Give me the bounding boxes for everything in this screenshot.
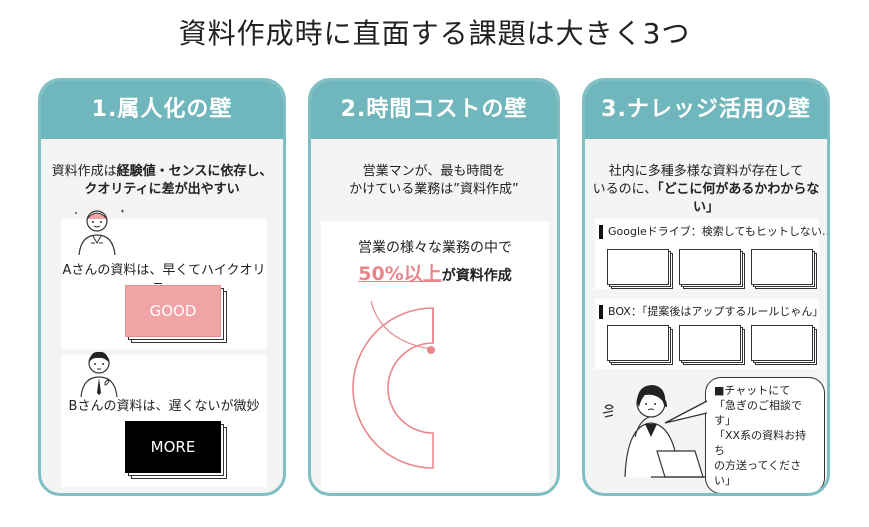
bubble-tail: [664, 400, 708, 424]
intro-text: 社内に多種多様な資料が存在して: [608, 164, 804, 179]
chat-line: 「XX系の資料お持ち: [714, 429, 807, 457]
label-bar: [599, 305, 603, 319]
chat-bubble: ■チャットにて 「急ぎのご相談です」 「XX系の資料お持ち の方送ってください」: [705, 377, 825, 493]
card-intro: 資料作成は経験値・センスに依存し、 クオリティに差が出やすい: [41, 163, 283, 199]
drive-label-box: BOX：「提案後はアップするルールじゃん」: [599, 303, 823, 319]
donut-chart: [352, 300, 435, 469]
card-heading: 3.ナレッジ活用の壁: [585, 81, 827, 139]
intro-text: いるのに、: [592, 182, 658, 197]
intro-text: 資料作成は: [51, 164, 117, 179]
time-panel: 営業の様々な業務の中で 50%以上が資料作成: [321, 221, 549, 491]
intro-text: 営業マンが、最も時間を: [362, 164, 506, 179]
intro-text: かけている業務は”資料作成”: [349, 182, 519, 197]
good-badge: GOOD: [125, 285, 221, 337]
card-heading: 1.属人化の壁: [41, 81, 283, 139]
card-time-cost: 2.時間コストの壁 営業マンが、最も時間を かけている業務は”資料作成” 営業の…: [308, 78, 560, 496]
worried-worker-illustration: [602, 385, 705, 478]
person-b-label: Bさんの資料は、遅くないが微妙: [68, 399, 260, 414]
page-title: 資料作成時に直面する課題は大きく3つ: [178, 17, 691, 50]
chat-line: の方送ってください」: [714, 459, 802, 487]
drive-text: Googleドライブ：検索してもヒットしない…: [608, 225, 830, 238]
highlight-percent: 50%以上: [358, 263, 442, 285]
time-panel-text: 営業の様々な業務の中で: [358, 240, 512, 256]
drive-label-google: Googleドライブ：検索してもヒットしない…: [599, 223, 830, 239]
label-bar: [599, 225, 603, 239]
card-heading: 2.時間コストの壁: [311, 81, 557, 139]
more-badge: MORE: [125, 421, 221, 473]
intro-bold: 経験値・センスに依存し、: [116, 164, 273, 179]
card-dependency: 1.属人化の壁 資料作成は経験値・センスに依存し、 クオリティに差が出やすい A…: [38, 78, 286, 496]
document-icon: [607, 249, 673, 289]
card-intro: 営業マンが、最も時間を かけている業務は”資料作成”: [311, 163, 557, 199]
chat-line: 「急ぎのご相談です」: [714, 399, 802, 427]
intro-bold: クオリティに差が出やすい: [84, 182, 240, 197]
highlight-suffix: が資料作成: [441, 268, 512, 284]
document-icon: [751, 325, 817, 365]
document-icon: [679, 249, 745, 289]
box-sub-text: …: [609, 317, 620, 330]
intro-bold: 「どこに何があるかわからない」: [657, 182, 820, 215]
drive-text: BOX：「提案後はアップするルールじゃん」: [608, 305, 824, 318]
document-icon: [751, 249, 817, 289]
card-intro: 社内に多種多様な資料が存在して いるのに、「どこに何があるかわからない」: [585, 163, 827, 217]
person-a-illustration: [75, 209, 124, 256]
person-b-illustration: [80, 351, 118, 398]
document-icon: [607, 325, 673, 365]
chat-line: ■チャットにて: [714, 384, 791, 397]
time-panel-highlight-line: 50%以上が資料作成: [321, 259, 549, 286]
card-knowledge: 3.ナレッジ活用の壁 社内に多種多様な資料が存在して いるのに、「どこに何がある…: [582, 78, 830, 496]
document-icon: [679, 325, 745, 365]
